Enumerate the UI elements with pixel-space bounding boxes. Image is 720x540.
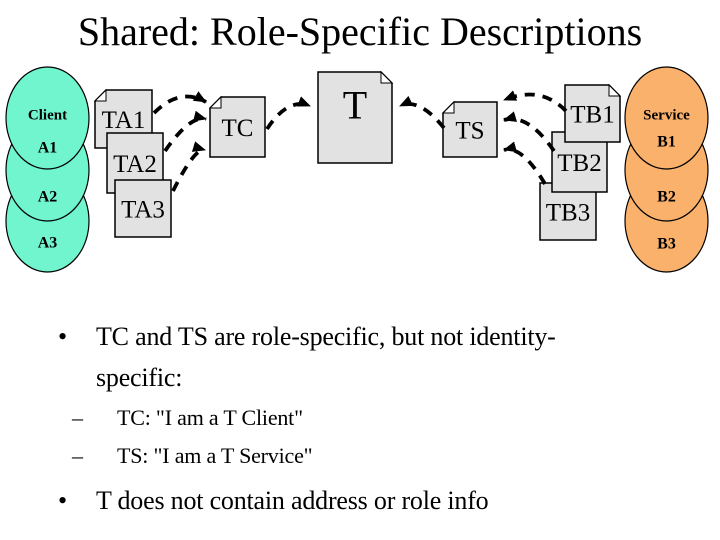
doc-t-fold-icon <box>380 70 394 84</box>
flow-arrow-tb2-to-ts <box>503 111 556 153</box>
doc-ta1-fold-icon <box>93 88 107 102</box>
doc-ts-fold-icon <box>441 100 455 114</box>
slide-title: Shared: Role-Specific Descriptions <box>77 9 643 54</box>
flow-arrow-ta2-to-tc <box>163 110 207 153</box>
doc-ta3-label: TA3 <box>121 196 165 223</box>
service-label-1: Service <box>643 107 690 123</box>
bullet-marker: – <box>72 443 83 468</box>
flow-arrow-ts-to-t <box>399 95 446 130</box>
bullet-item-4: • T does not contain address or role inf… <box>0 486 489 516</box>
client-label-4: A3 <box>38 235 58 252</box>
client-label-2: A1 <box>38 140 58 157</box>
service-ellipse-1 <box>624 66 709 170</box>
doc-tb1-fold-icon <box>608 83 622 97</box>
client-ellipse-1 <box>5 66 90 170</box>
service-label-2: B1 <box>657 134 676 151</box>
doc-ta1-label: TA1 <box>102 107 146 134</box>
bullet-marker: • <box>58 486 68 515</box>
bullet-text: TS: "I am a T Service" <box>117 443 313 468</box>
doc-tb1 <box>564 84 621 143</box>
doc-tb3-label: TB3 <box>546 199 590 226</box>
client-label-1: Client <box>28 107 67 123</box>
bullet-item-2: – TC: "I am a T Client" <box>0 404 303 431</box>
flow-arrow-tb1-to-ts <box>503 90 568 113</box>
flow-arrow-tc-to-t <box>265 96 311 131</box>
doc-t-label: T <box>343 83 367 128</box>
bullet-item-3: – TS: "I am a T Service" <box>0 442 313 469</box>
doc-ts-label: TS <box>455 117 484 144</box>
doc-tc-fold-icon <box>208 95 222 109</box>
bullet-marker: • <box>58 322 68 351</box>
client-label-3: A2 <box>38 189 58 206</box>
bullet-text: T does not contain address or role info <box>96 486 489 515</box>
bullet-marker: – <box>72 405 83 430</box>
doc-tc-label: TC <box>222 115 254 142</box>
flow-arrow-ta1-to-tc <box>152 91 207 115</box>
doc-tb2-label: TB2 <box>557 150 601 177</box>
flow-arrow-ta3-to-tc <box>171 141 206 192</box>
bullet-text: TC and TS are role-specific, but not ide… <box>96 322 556 392</box>
doc-ta3 <box>114 179 172 238</box>
service-label-3: B2 <box>657 189 676 206</box>
flow-arrow-tb3-to-ts <box>503 141 547 185</box>
bullet-text: TC: "I am a T Client" <box>117 405 303 430</box>
bullet-item-1: • TC and TS are role-specific, but not i… <box>0 316 576 398</box>
service-label-4: B3 <box>657 236 676 253</box>
doc-tb1-label: TB1 <box>570 101 614 128</box>
doc-t <box>317 71 393 164</box>
doc-ta2-label: TA2 <box>113 151 157 178</box>
